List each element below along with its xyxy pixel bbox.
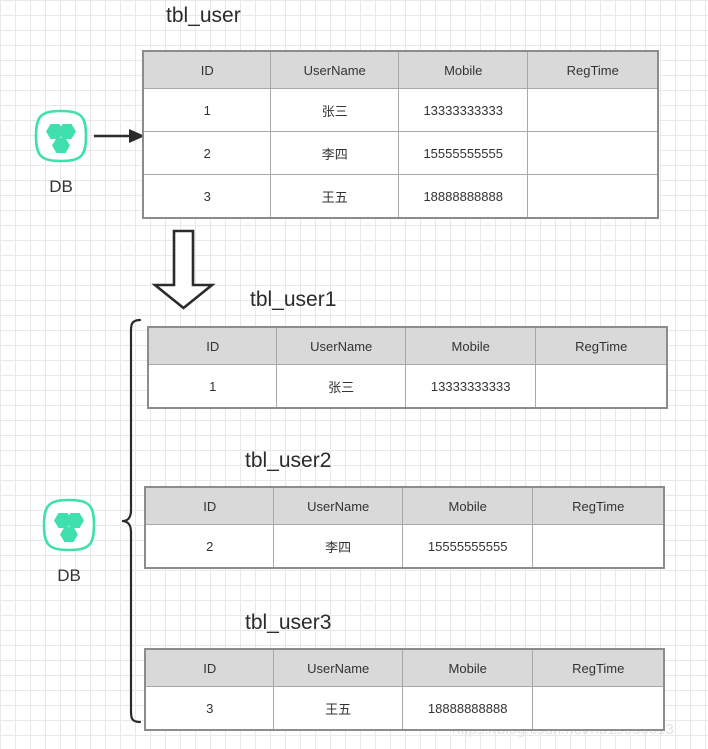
column-header-mobile: Mobile (401, 648, 534, 687)
table-row: 1 张三 13333333333 (147, 364, 668, 409)
column-header-mobile: Mobile (397, 50, 529, 89)
column-header-mobile: Mobile (404, 326, 537, 365)
table-header-row: ID UserName Mobile RegTime (144, 648, 665, 687)
cell-regtime (532, 524, 665, 569)
table-header-row: ID UserName Mobile RegTime (142, 50, 659, 89)
cell-regtime (535, 364, 668, 409)
cell-mobile: 15555555555 (397, 131, 529, 175)
column-header-regtime: RegTime (535, 326, 668, 365)
cell-id: 3 (144, 686, 275, 731)
column-header-username: UserName (273, 486, 403, 525)
shard-3-title: tbl_user3 (245, 611, 332, 634)
sharded-db-node[interactable]: DB (36, 492, 102, 586)
shard-1-title: tbl_user1 (250, 288, 337, 311)
column-header-regtime: RegTime (532, 486, 665, 525)
cell-id: 3 (142, 174, 272, 219)
column-header-id: ID (147, 326, 278, 365)
cell-mobile: 15555555555 (401, 524, 534, 569)
column-header-mobile: Mobile (401, 486, 534, 525)
database-hexagons-icon (36, 492, 102, 563)
cell-id: 1 (142, 88, 272, 132)
cell-username: 王五 (270, 174, 399, 219)
source-db-label: DB (49, 177, 73, 196)
table-row: 2 李四 15555555555 (142, 131, 659, 175)
table-row: 3 王五 18888888888 (142, 174, 659, 219)
database-hexagons-icon (28, 103, 94, 174)
column-header-id: ID (144, 648, 275, 687)
cell-regtime (527, 88, 659, 132)
source-table-title: tbl_user (166, 4, 241, 27)
source-table: ID UserName Mobile RegTime 1 张三 13333333… (142, 50, 659, 219)
cell-username: 李四 (270, 131, 399, 175)
table-row: 1 张三 13333333333 (142, 88, 659, 132)
cell-mobile: 18888888888 (397, 174, 529, 219)
cell-mobile: 13333333333 (397, 88, 529, 132)
table-row: 2 李四 15555555555 (144, 524, 665, 569)
shard-table-3: ID UserName Mobile RegTime 3 王五 18888888… (144, 648, 665, 731)
cell-mobile: 13333333333 (404, 364, 537, 409)
cell-username: 张三 (270, 88, 399, 132)
shard-2-title: tbl_user2 (245, 449, 332, 472)
source-db-node[interactable]: DB (28, 103, 94, 197)
cell-username: 王五 (273, 686, 403, 731)
cell-id: 1 (147, 364, 278, 409)
cell-regtime (527, 174, 659, 219)
table-row: 3 王五 18888888888 (144, 686, 665, 731)
column-header-regtime: RegTime (527, 50, 659, 89)
cell-username: 张三 (276, 364, 406, 409)
cell-id: 2 (144, 524, 275, 569)
column-header-username: UserName (276, 326, 406, 365)
column-header-username: UserName (273, 648, 403, 687)
shard-table-1: ID UserName Mobile RegTime 1 张三 13333333… (147, 326, 668, 409)
column-header-username: UserName (270, 50, 399, 89)
cell-id: 2 (142, 131, 272, 175)
cell-mobile: 18888888888 (401, 686, 534, 731)
column-header-id: ID (144, 486, 275, 525)
column-header-id: ID (142, 50, 272, 89)
table-header-row: ID UserName Mobile RegTime (144, 486, 665, 525)
cell-username: 李四 (273, 524, 403, 569)
shard-table-2: ID UserName Mobile RegTime 2 李四 15555555… (144, 486, 665, 569)
sharded-db-label: DB (57, 566, 81, 585)
table-header-row: ID UserName Mobile RegTime (147, 326, 668, 365)
column-header-regtime: RegTime (532, 648, 665, 687)
cell-regtime (527, 131, 659, 175)
cell-regtime (532, 686, 665, 731)
